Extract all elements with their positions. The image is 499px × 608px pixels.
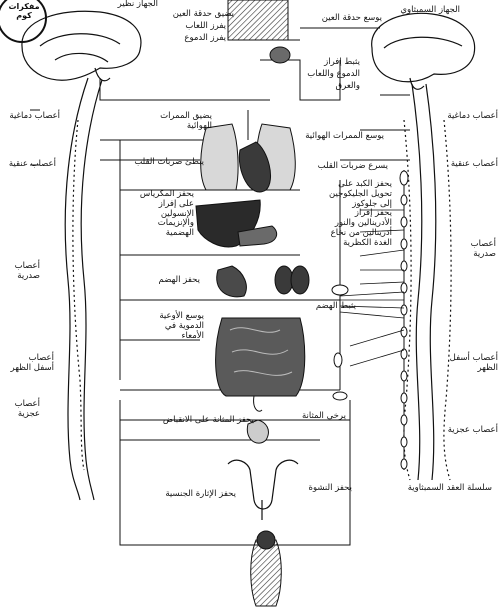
label-tears-saliva: الدموع واللعاب <box>300 70 360 80</box>
label-constrict-pupil: يضيق حدقة العين <box>150 10 234 20</box>
label-stimulate-digestion: يحفز الهضم <box>140 276 200 286</box>
right-spinal-cord <box>404 84 451 480</box>
label-inhibit-secretion: يثبط إفراز <box>300 58 360 68</box>
liver-pancreas <box>196 200 277 247</box>
label-right-thoracic: أعصاب صدرية <box>456 240 496 260</box>
label-sweat: والعرق <box>300 82 360 92</box>
right-brain <box>372 13 475 89</box>
label-sympathetic-chain: سلسلة العقد السمبثاوية <box>372 484 492 494</box>
label-sympathetic-title: الجهاز السمبثاوي <box>380 6 460 16</box>
lungs <box>201 110 296 192</box>
logo-text: مفكرات كوم <box>2 2 46 20</box>
sympathetic-chain <box>400 170 408 470</box>
label-liver-adrenal: يحفز الكبد على تحويل الجليكوجين إلى جلوك… <box>308 180 392 248</box>
label-left-thoracic: أعصاب صدرية <box>0 262 40 282</box>
male-organ <box>251 531 282 606</box>
label-dilate-vessels: يوسع الأوعية الدموية في الأمعاء <box>140 312 204 341</box>
label-left-cervical: أعصاب عنقية <box>0 160 56 170</box>
label-right-cranial: أعصاب دماغية <box>438 112 498 122</box>
label-left-lumbar: أعصاب أسفل الظهر <box>0 354 54 374</box>
stomach-kidneys <box>217 266 309 297</box>
label-secrete-saliva: يفرز اللعاب <box>156 22 226 32</box>
label-orgasm: يحفز النشوة <box>292 484 352 494</box>
label-secrete-tears: يفرز الدموع <box>156 34 226 44</box>
label-slow-heart: يبطئ ضربات القلب <box>122 158 204 168</box>
label-left-sacral: أعصاب عجزية <box>0 400 40 420</box>
label-dilate-pupil: يوسع حدقة العين <box>298 14 382 24</box>
label-sexual-arousal: يحفز الإثارة الجنسية <box>140 490 236 500</box>
label-constrict-bronchi: يضيق الممرات الهوائية <box>150 112 212 132</box>
label-right-cervical: أعصاب عنقية <box>444 160 498 170</box>
label-parasympathetic-title: الجهاز نظير <box>100 0 158 10</box>
label-left-cranial: أعصاب دماغية <box>0 112 60 122</box>
label-speed-heart: يسرع ضربات القلب <box>296 162 388 172</box>
label-inhibit-digestion: يثبط الهضم <box>296 302 356 312</box>
label-right-lumbar: أعصاب أسفل الظهر <box>438 354 498 374</box>
label-bladder-contract: يحفز المثانة على الانقباض <box>134 416 254 426</box>
label-dilate-bronchi: يوسع الممرات الهوائية <box>298 132 384 142</box>
label-pancreas-secretion: يحفز المكرياس على إفراز الإنسولين والإنز… <box>130 190 194 239</box>
intestines <box>216 318 305 411</box>
label-bladder-relax: يرخي المثانة <box>286 412 346 422</box>
reproductive-organ <box>228 460 298 520</box>
eye-gland-organ <box>228 0 290 63</box>
left-spinal-cord <box>65 78 102 500</box>
label-right-sacral: أعصاب عجزية <box>436 426 498 436</box>
